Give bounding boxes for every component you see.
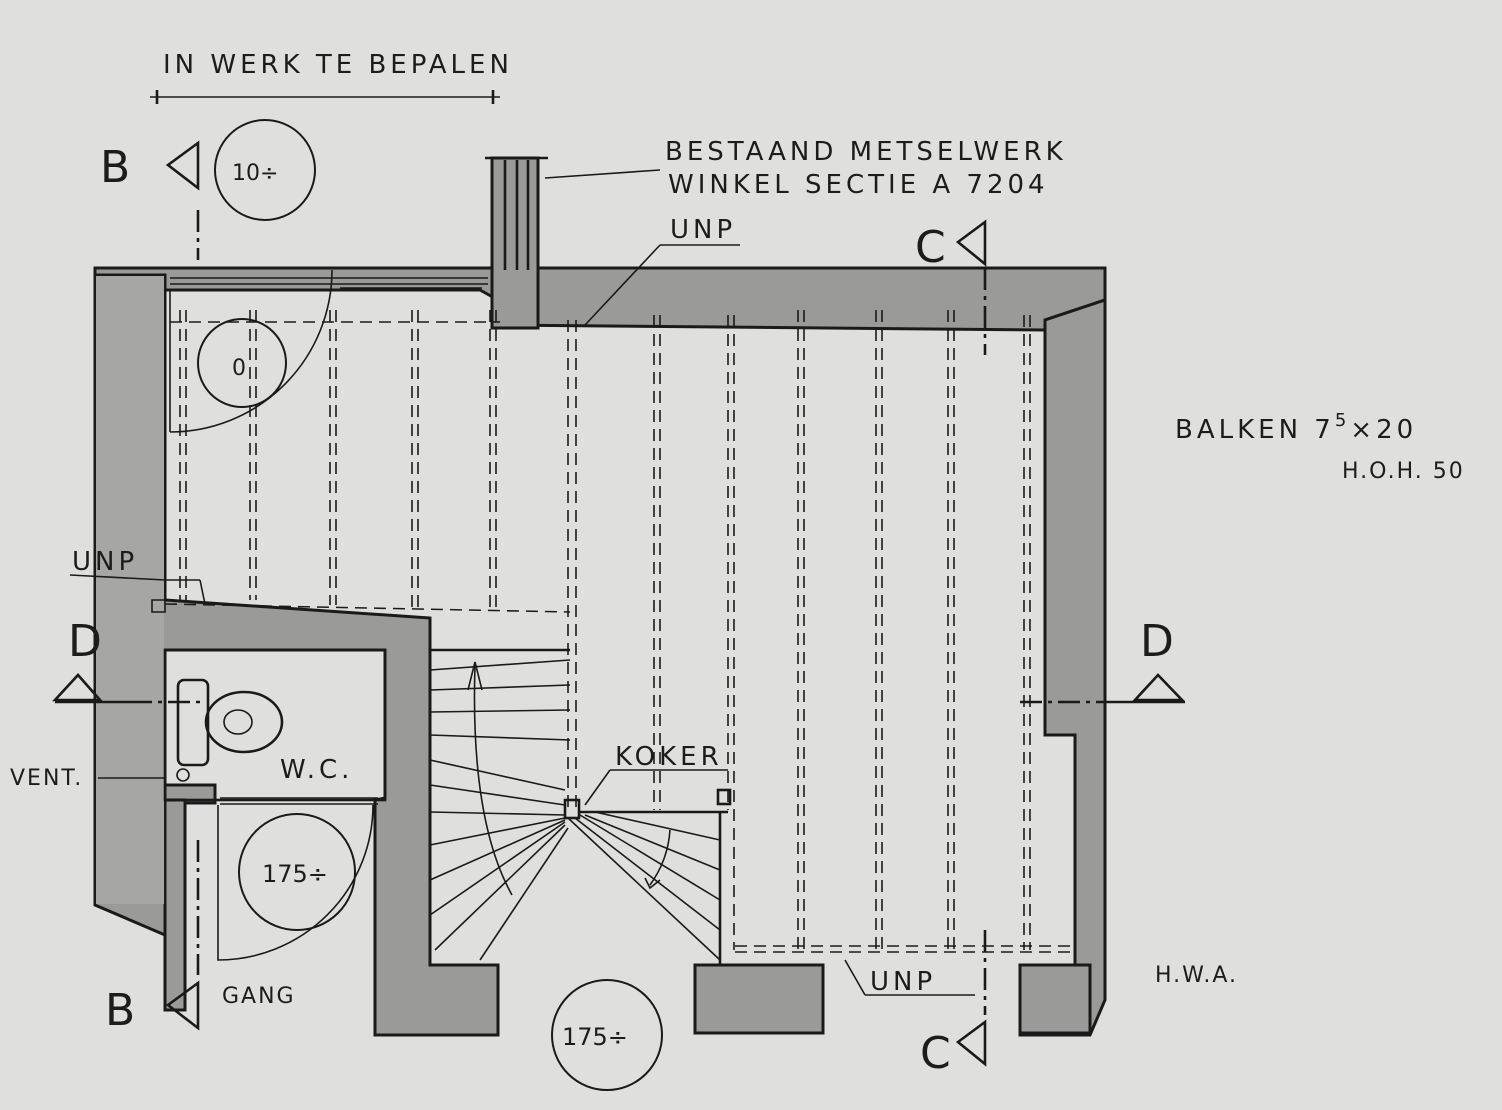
hwa-label: H.W.A. <box>1155 963 1238 988</box>
bestaand-label-1: BESTAAND METSELWERK <box>665 137 1067 167</box>
section-d-right-arrow-icon <box>1132 673 1186 702</box>
gang-label: GANG <box>222 984 296 1009</box>
koker <box>563 798 581 820</box>
walls <box>93 156 1107 1037</box>
level-circle-entrance <box>551 979 663 1091</box>
chimney-flues <box>485 156 548 270</box>
in-werk-label: IN WERK TE BEPALEN <box>163 50 513 80</box>
dimension-line <box>150 90 500 104</box>
entrance-pier-left <box>693 963 825 1035</box>
section-c-top-arrow-icon <box>955 219 987 267</box>
vent-label: VENT. <box>10 766 83 791</box>
koker-label: KOKER <box>615 742 723 772</box>
staircase <box>429 648 732 965</box>
section-d-left-label: D <box>68 616 102 667</box>
window-top <box>170 277 488 289</box>
section-d-left-arrow-icon <box>52 673 103 702</box>
level-circle-top <box>214 119 316 221</box>
bestaand-label-2: WINKEL SECTIE A 7204 <box>668 170 1049 200</box>
toilet-tank-icon <box>176 678 210 767</box>
section-c-bottom-arrow-icon <box>955 1019 987 1067</box>
wc-label: W.C. <box>280 755 353 785</box>
wc-room <box>163 269 387 961</box>
unp-label-top: UNP <box>670 215 736 245</box>
section-c-bottom-label: C <box>920 1028 951 1079</box>
level-circle-gang <box>238 813 356 931</box>
section-b-bottom-arrow-icon <box>165 980 200 1031</box>
level-circle-room <box>197 318 287 408</box>
hoh-label: H.O.H. 50 <box>1342 459 1465 484</box>
level-gang-text: 175÷ <box>262 860 328 888</box>
section-b-top-label: B <box>100 142 130 193</box>
section-b-top-arrow-icon <box>165 140 200 191</box>
entrance-pier-right <box>1018 963 1092 1035</box>
section-c-top-label: C <box>915 222 946 273</box>
level-markers: 10÷ 0 175÷ 175÷ <box>197 119 663 1091</box>
balken-label-dim: ×20 <box>1350 415 1417 445</box>
balken-label-main: BALKEN 7 <box>1175 415 1335 445</box>
toilet-bowl-icon <box>204 690 284 754</box>
annotations: IN WERK TE BEPALEN BESTAAND METSELWERK W… <box>10 50 1465 1079</box>
level-entrance-text: 175÷ <box>562 1023 628 1051</box>
balken-label-sup: 5 <box>1335 410 1350 431</box>
unp-label-bottom: UNP <box>870 967 936 997</box>
balken-label: BALKEN 75×20 <box>1175 410 1417 445</box>
section-b-bottom-label: B <box>105 985 135 1036</box>
section-markers <box>52 140 1186 1067</box>
section-d-right-label: D <box>1140 616 1174 667</box>
chimney <box>490 156 540 330</box>
level-room-text: 0 <box>232 356 246 381</box>
joists <box>164 310 1075 953</box>
level-top-text: 10÷ <box>232 161 278 186</box>
leader-lines <box>69 169 975 996</box>
unp-label-left: UNP <box>72 547 138 577</box>
